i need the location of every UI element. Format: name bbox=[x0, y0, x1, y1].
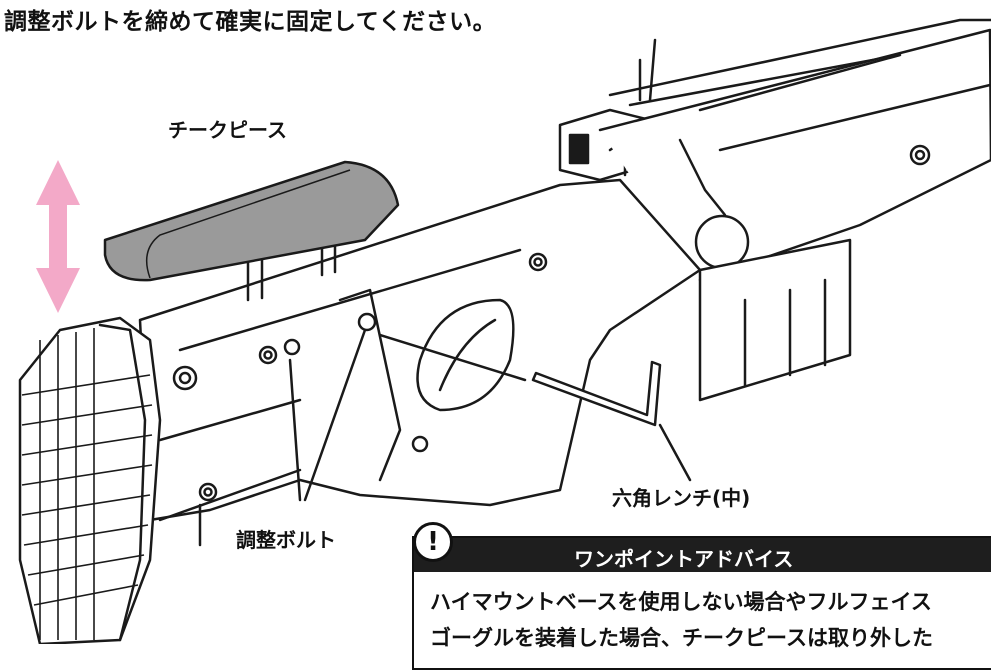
instruction-text: 調整ボルトを締めて確実に固定してください。 bbox=[4, 9, 497, 35]
advice-title: ワンポイントアドバイス bbox=[574, 547, 794, 571]
adjust-bolt-label: 調整ボルト bbox=[236, 528, 336, 552]
rifle-stock-illustration bbox=[18, 18, 991, 644]
exclamation-icon: ! bbox=[413, 522, 453, 562]
advice-header: ワンポイントアドバイス bbox=[414, 538, 991, 572]
advice-text-line-2: ゴーグルを装着した場合、チークピースは取り外した bbox=[430, 626, 933, 650]
hex-wrench-label: 六角レンチ(中) bbox=[612, 486, 751, 510]
cheek-piece-shape bbox=[103, 160, 400, 282]
adjust-arrow-icon bbox=[36, 160, 80, 313]
cheek-piece-label: チークピース bbox=[168, 118, 287, 142]
advice-text-line-1: ハイマウントベースを使用しない場合やフルフェイス bbox=[430, 590, 932, 614]
one-point-advice-box: ワンポイントアドバイス ハイマウントベースを使用しない場合やフルフェイス ゴーグ… bbox=[412, 536, 991, 670]
